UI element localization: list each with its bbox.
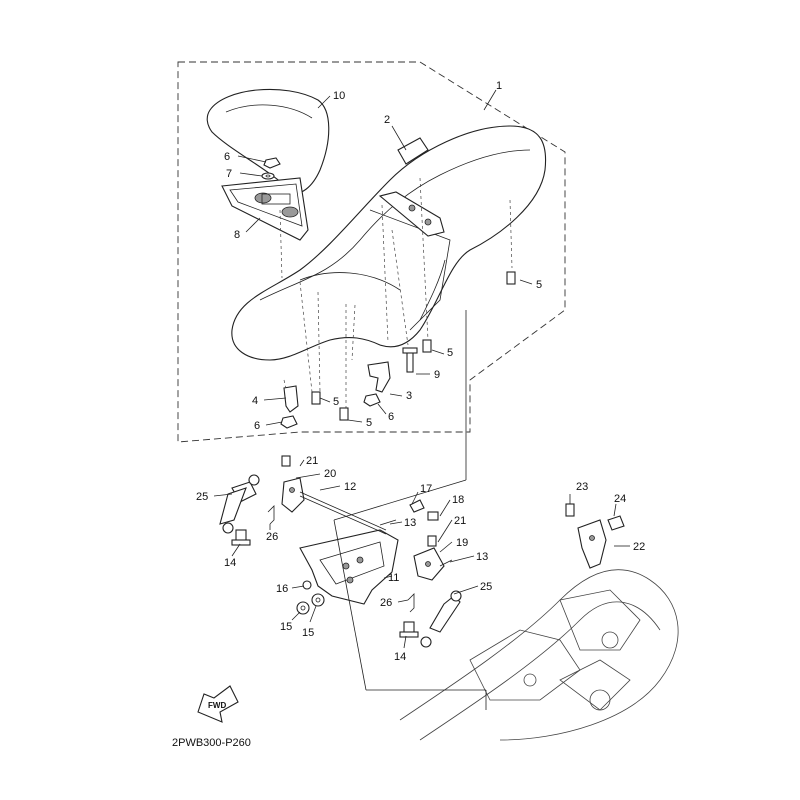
callout-labels: 10 1 2 6 7 8 5 5 9 3 4 5 6 5 6 21 20 12 …: [196, 80, 645, 663]
hook-part-4: [283, 385, 299, 413]
reference-lines: [333, 310, 487, 710]
rod-part-12: [299, 491, 387, 535]
callout-13-upper: 13: [404, 517, 416, 529]
callout-17: 17: [420, 483, 432, 495]
callout-21-right: 21: [454, 515, 466, 527]
bolt-part-18: [427, 511, 439, 521]
nut-part-15: [296, 593, 325, 615]
callout-23: 23: [576, 481, 588, 493]
seat-part-1: [231, 125, 547, 361]
callout-6-top: 6: [224, 151, 230, 163]
bolt-part-21-top: [281, 455, 291, 467]
callout-14-left: 14: [224, 557, 236, 569]
base-plate-part-8: [221, 177, 309, 241]
clip-part-26: [267, 505, 415, 613]
callout-2: 2: [384, 114, 390, 126]
nut-part-6-low: [280, 415, 298, 429]
clip-part-24: [607, 515, 625, 531]
callout-14-right: 14: [394, 651, 406, 663]
callout-16: 16: [276, 583, 288, 595]
callout-25-left: 25: [196, 491, 208, 503]
callout-15-left: 15: [280, 621, 292, 633]
hinge-bracket-part-11: [299, 529, 399, 605]
seat-assembly-boundary: [177, 61, 566, 443]
seat-pad-part-10: [206, 88, 330, 194]
leader-lines: [213, 89, 630, 649]
clip-part-17: [409, 499, 425, 513]
fwd-label: FWD: [208, 701, 226, 710]
hinge-part-20: [281, 477, 305, 513]
callout-6-mid: 6: [388, 411, 394, 423]
callout-26-right: 26: [380, 597, 392, 609]
bolt-part-16: [302, 580, 312, 590]
bolt-part-21-right: [427, 535, 437, 547]
callout-5-left: 5: [333, 396, 339, 408]
fwd-arrow: FWD: [197, 685, 239, 723]
callout-8: 8: [234, 229, 240, 241]
callout-7: 7: [226, 168, 232, 180]
callout-19: 19: [456, 537, 468, 549]
pivot-bolt-part-14-left: [231, 529, 251, 546]
vehicle-frame: [399, 569, 679, 741]
pin-part-13: [379, 519, 453, 567]
callout-6-low: 6: [254, 420, 260, 432]
bolt-part-5: [311, 271, 516, 421]
callout-11: 11: [388, 572, 399, 584]
callout-9: 9: [434, 369, 440, 381]
callout-18: 18: [452, 494, 464, 506]
callout-21-top: 21: [306, 455, 318, 467]
callout-5-low: 5: [366, 417, 372, 429]
callout-1: 1: [496, 80, 502, 92]
frame-bracket-part-22: [577, 519, 607, 569]
bracket-part-3: [367, 361, 391, 393]
gas-strut-part-25-left: [219, 474, 260, 534]
callout-22: 22: [633, 541, 645, 553]
callout-3: 3: [406, 390, 412, 402]
washer-part-7: [261, 172, 275, 180]
callout-25-right: 25: [480, 581, 492, 593]
nut-part-6-top: [263, 157, 281, 169]
nut-part-6-mid: [363, 393, 381, 407]
callout-13-lower: 13: [476, 551, 488, 563]
callout-12: 12: [344, 481, 356, 493]
callout-24: 24: [614, 493, 626, 505]
gas-strut-part-25-right: [420, 590, 462, 648]
bolt-part-23: [565, 503, 575, 517]
bracket-part-19: [413, 547, 445, 581]
callout-26-left: 26: [266, 531, 278, 543]
callout-15-right: 15: [302, 627, 314, 639]
callout-5-mid: 5: [447, 347, 453, 359]
diagram-code: 2PWB300-P260: [172, 737, 251, 749]
bolt-part-9: [402, 347, 418, 373]
pivot-bolt-part-14-right: [399, 621, 419, 638]
callout-10: 10: [333, 90, 345, 102]
callout-5-right: 5: [536, 279, 542, 291]
callout-20: 20: [324, 468, 336, 480]
callout-4: 4: [252, 395, 258, 407]
